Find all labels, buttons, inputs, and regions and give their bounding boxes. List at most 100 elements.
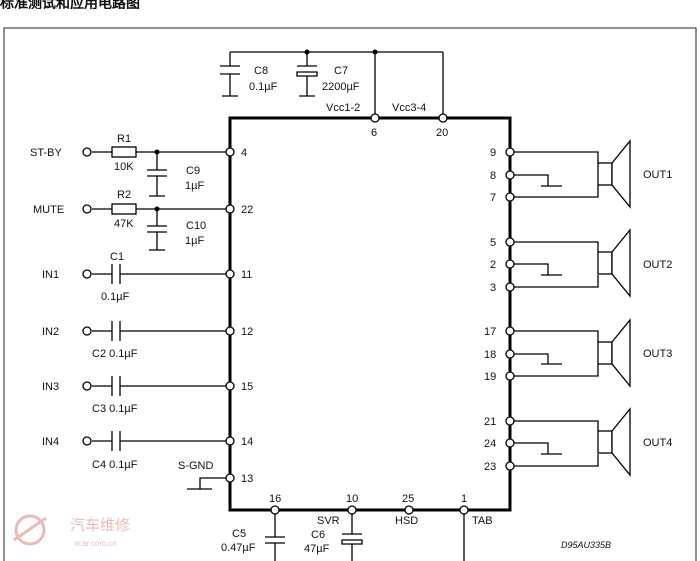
- pin-label-3: 3: [490, 282, 496, 294]
- speaker-out2-magnet: [597, 251, 613, 275]
- c8-value: 0.1µF: [249, 81, 278, 93]
- out3-label: OUT3: [643, 348, 672, 360]
- r2-value: 47K: [114, 218, 134, 230]
- terminal-mute: [82, 204, 92, 214]
- pin-label-11: 11: [241, 269, 252, 281]
- pin-8: [505, 170, 515, 180]
- watermark-logo: 汽车维修 xcar.com.cn: [13, 514, 130, 548]
- stby-wire: [92, 151, 230, 170]
- pin-label-7: 7: [490, 192, 496, 204]
- pin-label-14: 14: [241, 436, 253, 448]
- c8-name: C8: [254, 65, 268, 77]
- c6-name: C6: [311, 529, 325, 541]
- out3-wires: [510, 330, 599, 377]
- c1-value: 0.1µF: [101, 291, 130, 303]
- vcc34-label: Vcc3-4: [392, 102, 426, 114]
- out4-label: OUT4: [643, 437, 672, 449]
- pin-label-15: 15: [241, 381, 253, 393]
- pin-label-20: 20: [436, 127, 448, 139]
- supply-wire: [229, 51, 444, 118]
- pin-13: [225, 473, 235, 483]
- c10-value: 1µF: [185, 235, 204, 247]
- vcc12-label: Vcc1-2: [326, 102, 360, 114]
- in1-label: IN1: [42, 269, 59, 281]
- c10-name: C10: [186, 220, 206, 232]
- junction-dot: [154, 149, 160, 155]
- out2-wires: [510, 241, 599, 288]
- junction-dot: [372, 49, 378, 55]
- page-title: 标准测试和应用电路图: [0, 0, 140, 9]
- c7-name: C7: [334, 65, 348, 77]
- svr-label: SVR: [317, 515, 340, 527]
- watermark-subtext: xcar.com.cn: [74, 539, 117, 548]
- c1-name: C1: [110, 251, 124, 263]
- pin-label-10: 10: [346, 493, 358, 505]
- diagram-frame: [3, 27, 697, 561]
- pin-label-2: 2: [490, 259, 496, 271]
- pin-label-23: 23: [484, 461, 496, 473]
- pin-10: [347, 505, 357, 515]
- c7-value: 2200µF: [322, 81, 360, 93]
- r2-resistor: [111, 203, 137, 215]
- pin-4: [225, 147, 235, 157]
- pin-16: [270, 505, 280, 515]
- speaker-out2-cone: [611, 228, 631, 298]
- hsd-label: HSD: [395, 515, 418, 527]
- in1-wire: [92, 264, 230, 284]
- watermark-text: 汽车维修: [70, 517, 130, 534]
- speaker-out4-magnet: [597, 430, 613, 454]
- pin-label-1: 1: [461, 493, 467, 505]
- pin-label-25: 25: [402, 493, 414, 505]
- c5-value: 0.47µF: [221, 542, 256, 554]
- junction-dot: [304, 49, 310, 55]
- pin-19: [505, 371, 515, 381]
- pin-20: [438, 113, 448, 123]
- in3-label: IN3: [42, 381, 59, 393]
- mute-label: MUTE: [33, 204, 64, 216]
- pin-7: [505, 192, 515, 202]
- c5-name: C5: [232, 528, 246, 540]
- pin-21: [505, 416, 515, 426]
- c4-label: C4 0.1µF: [92, 459, 138, 471]
- terminal-stby: [82, 147, 92, 157]
- terminal-in3: [82, 381, 92, 391]
- pin-label-13: 13: [241, 473, 253, 485]
- in4-label: IN4: [42, 436, 59, 448]
- c7-cap: [296, 65, 318, 97]
- stby-label: ST-BY: [30, 147, 62, 159]
- pin-6: [370, 113, 380, 123]
- ic-body: [228, 116, 512, 512]
- in3-wire: [92, 376, 230, 396]
- pin-15: [225, 381, 235, 391]
- r1-value: 10K: [114, 161, 134, 173]
- mute-wire: [92, 208, 230, 226]
- pin-12: [225, 326, 235, 336]
- sgnd-label: S-GND: [178, 460, 214, 472]
- c3-label: C3 0.1µF: [92, 403, 138, 415]
- r2-name: R2: [117, 189, 131, 201]
- pin-25: [404, 505, 414, 515]
- speaker-out4-cone: [611, 407, 631, 477]
- pin-14: [225, 436, 235, 446]
- pin-5: [505, 237, 515, 247]
- pin-label-18: 18: [484, 349, 496, 361]
- c9-name: C9: [186, 165, 200, 177]
- terminal-in4: [82, 436, 92, 446]
- c9-value: 1µF: [185, 180, 204, 192]
- pin-label-16: 16: [269, 493, 281, 505]
- drawing-code: D95AU335B: [561, 540, 611, 550]
- out1-label: OUT1: [643, 169, 672, 181]
- in2-wire: [92, 321, 230, 341]
- out1-wires: [510, 151, 599, 198]
- pin-22: [225, 204, 235, 214]
- speaker-out3-magnet: [597, 341, 613, 365]
- r1-name: R1: [117, 133, 131, 145]
- out4-wires: [510, 420, 599, 467]
- pin-label-21: 21: [484, 416, 496, 428]
- pin-1: [459, 505, 469, 515]
- pin-label-12: 12: [241, 326, 253, 338]
- c6-value: 47µF: [304, 543, 330, 555]
- pin-17: [505, 326, 515, 336]
- pin-label-9: 9: [490, 147, 496, 159]
